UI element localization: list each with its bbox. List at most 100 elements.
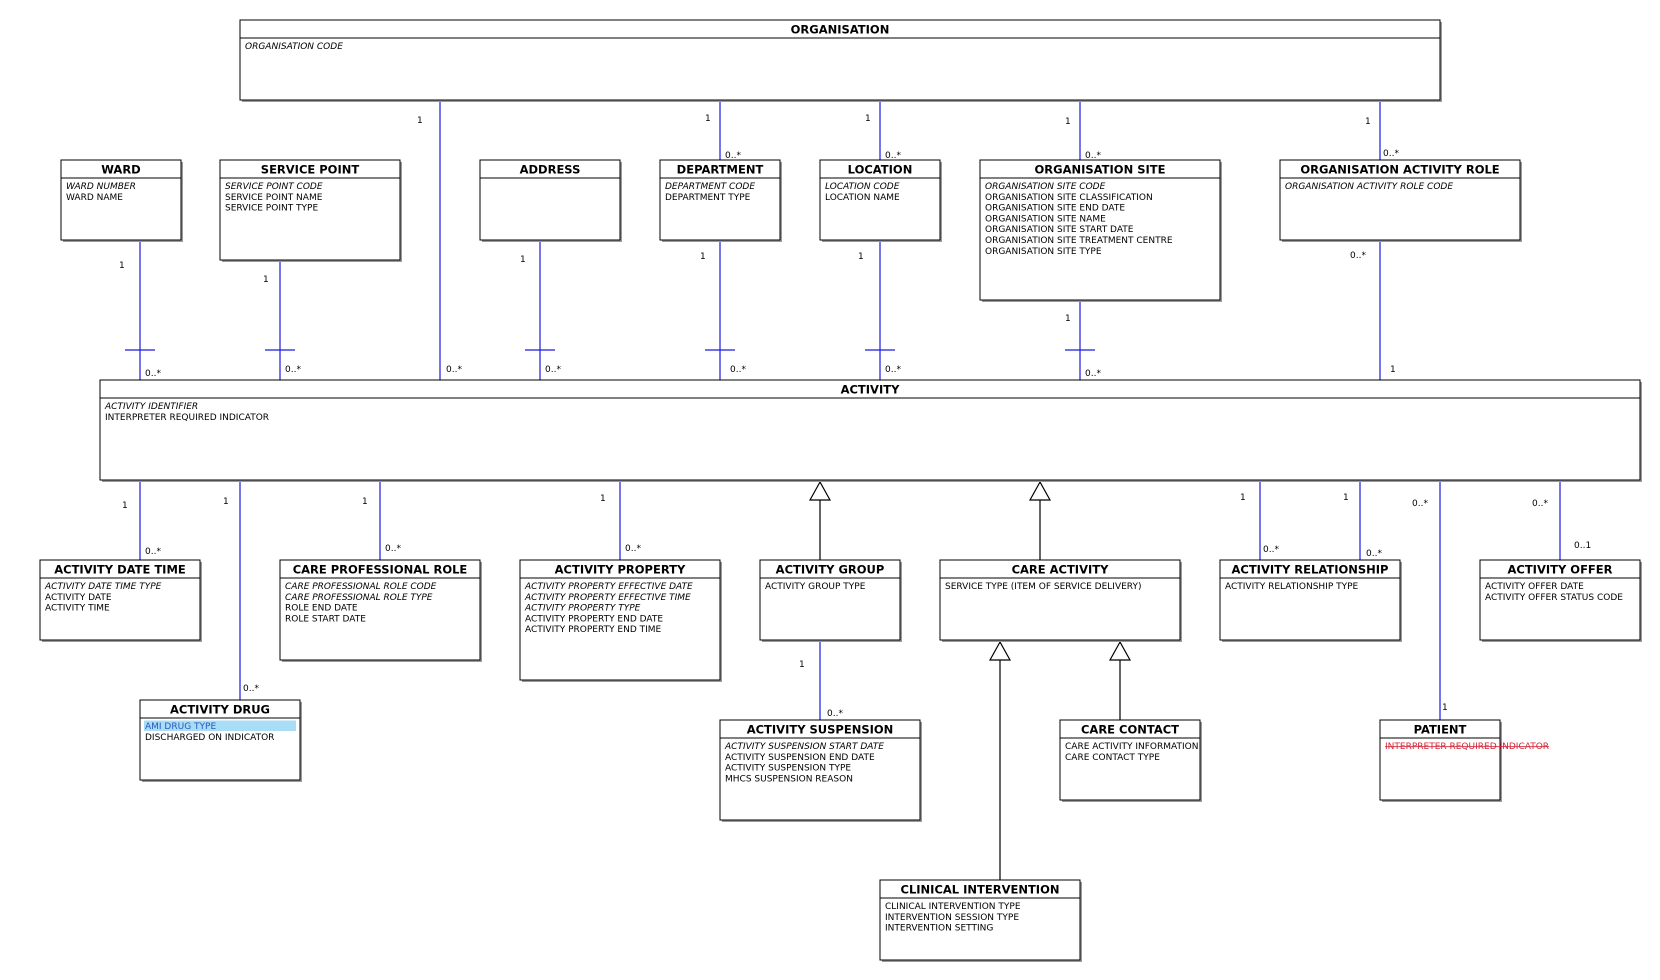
- entity-attribute: ACTIVITY PROPERTY TYPE: [524, 604, 641, 614]
- patient-entity[interactable]: PATIENT INTERPRETER REQUIRED INDICATOR: [1379, 719, 1549, 802]
- generalization-arrow: [808, 480, 832, 501]
- multiplicity-label: 0..*: [243, 684, 259, 694]
- multiplicity-label: 1: [1442, 703, 1448, 713]
- entity-attribute: ACTIVITY OFFER DATE: [1485, 582, 1584, 592]
- entity-attribute: ACTIVITY IDENTIFIER: [104, 402, 198, 412]
- entity-name: ORGANISATION: [791, 23, 890, 37]
- multiplicity-label: 0..*: [1532, 499, 1548, 509]
- multiplicity-label: 0..*: [545, 365, 561, 375]
- multiplicity-label: 0..*: [1085, 369, 1101, 379]
- multiplicity-label: 1: [122, 501, 128, 511]
- multiplicity-label: 0..*: [145, 547, 161, 557]
- multiplicity-label: 0..*: [827, 709, 843, 719]
- box-frame: [279, 559, 481, 661]
- entity-name: ACTIVITY SUSPENSION: [747, 723, 894, 737]
- generalization-arrow: [1028, 480, 1052, 501]
- activity-relationship-entity[interactable]: ACTIVITY RELATIONSHIP ACTIVITY RELATIONSH…: [1219, 559, 1402, 642]
- entity-attribute: ORGANISATION ACTIVITY ROLE CODE: [1285, 182, 1453, 192]
- multiplicity-label: 0..*: [730, 365, 746, 375]
- connector-lines: [125, 100, 1561, 880]
- box-frame: [1219, 559, 1401, 641]
- multiplicity-label: 1: [1065, 117, 1071, 127]
- multiplicity-label: 0..*: [285, 365, 301, 375]
- multiplicity-label: 0..*: [1263, 545, 1279, 555]
- entity-name: PATIENT: [1414, 723, 1467, 737]
- entity-attribute: ACTIVITY SUSPENSION END DATE: [725, 753, 875, 763]
- multiplicity-label: 1: [520, 255, 526, 265]
- multiplicity-label: 0..*: [385, 544, 401, 554]
- multiplicity-label: 0..*: [446, 365, 462, 375]
- multiplicity-label: 1: [263, 275, 269, 285]
- address-entity[interactable]: ADDRESS: [479, 159, 622, 242]
- box-frame: [99, 379, 1641, 481]
- entity-name: CARE PROFESSIONAL ROLE: [293, 563, 468, 577]
- multiplicity-label: 0..*: [1412, 499, 1428, 509]
- box-frame: [719, 719, 921, 821]
- entity-attribute: ORGANISATION SITE CODE: [985, 182, 1106, 192]
- multiplicity-label: 1: [858, 252, 864, 262]
- box-frame: [219, 159, 401, 261]
- multiplicity-label: 1: [1365, 117, 1371, 127]
- entity-attribute: SERVICE POINT CODE: [225, 182, 323, 192]
- multiplicity-label: 0..*: [625, 544, 641, 554]
- attribute-highlight: [144, 720, 296, 731]
- multiplicity-label: 0..*: [885, 151, 901, 161]
- box-frame: [1059, 719, 1201, 801]
- box-frame: [759, 559, 901, 641]
- entity-name: CLINICAL INTERVENTION: [901, 883, 1060, 897]
- multiplicity-label: 1: [362, 497, 368, 507]
- entity-name: ORGANISATION ACTIVITY ROLE: [1300, 163, 1499, 177]
- entity-attribute: INTERPRETER REQUIRED INDICATOR: [1385, 742, 1549, 752]
- entity-attribute: ACTIVITY DATE: [45, 593, 112, 603]
- entity-name: DEPARTMENT: [677, 163, 764, 177]
- entity-attribute: ORGANISATION SITE CLASSIFICATION: [985, 193, 1153, 203]
- organisation-activity-role-entity[interactable]: ORGANISATION ACTIVITY ROLE ORGANISATION A…: [1279, 159, 1522, 242]
- entity-attribute: DEPARTMENT CODE: [665, 182, 755, 192]
- entity-attribute: ACTIVITY PROPERTY END DATE: [525, 614, 663, 624]
- box-frame: [39, 559, 201, 641]
- multiplicity-label: 1: [705, 114, 711, 124]
- entity-name: CARE ACTIVITY: [1012, 563, 1110, 577]
- entity-attribute: ORGANISATION SITE END DATE: [985, 204, 1125, 214]
- entity-attribute: ACTIVITY RELATIONSHIP TYPE: [1225, 582, 1359, 592]
- entity-attribute: ACTIVITY PROPERTY EFFECTIVE TIME: [524, 593, 691, 603]
- entity-attribute: SERVICE POINT TYPE: [225, 204, 318, 214]
- multiplicity-label: 1: [799, 660, 805, 670]
- entity-name: ACTIVITY GROUP: [776, 563, 885, 577]
- multiplicity-label: 1: [700, 252, 706, 262]
- multiplicity-label: 1: [223, 497, 229, 507]
- entity-attribute: ACTIVITY PROPERTY EFFECTIVE DATE: [524, 582, 693, 592]
- entity-attribute: LOCATION CODE: [825, 182, 900, 192]
- box-frame: [1479, 559, 1641, 641]
- multiplicity-label: 0..*: [1366, 549, 1382, 559]
- entity-attribute: ACTIVITY PROPERTY END TIME: [525, 625, 662, 635]
- entity-name: ACTIVITY PROPERTY: [555, 563, 686, 577]
- entity-name: ACTIVITY: [841, 383, 900, 397]
- multiplicity-label: 0..*: [885, 365, 901, 375]
- activity-property-entity[interactable]: ACTIVITY PROPERTY ACTIVITY PROPERTY EFFEC…: [519, 559, 722, 682]
- entity-name: ACTIVITY RELATIONSHIP: [1231, 563, 1388, 577]
- box-frame: [659, 159, 781, 241]
- entity-name: ACTIVITY DRUG: [170, 703, 270, 717]
- entity-attribute: DISCHARGED ON INDICATOR: [145, 733, 274, 743]
- entity-name: CARE CONTACT: [1081, 723, 1179, 737]
- entity-name: ORGANISATION SITE: [1035, 163, 1166, 177]
- entity-attribute: ACTIVITY DATE TIME TYPE: [44, 582, 162, 592]
